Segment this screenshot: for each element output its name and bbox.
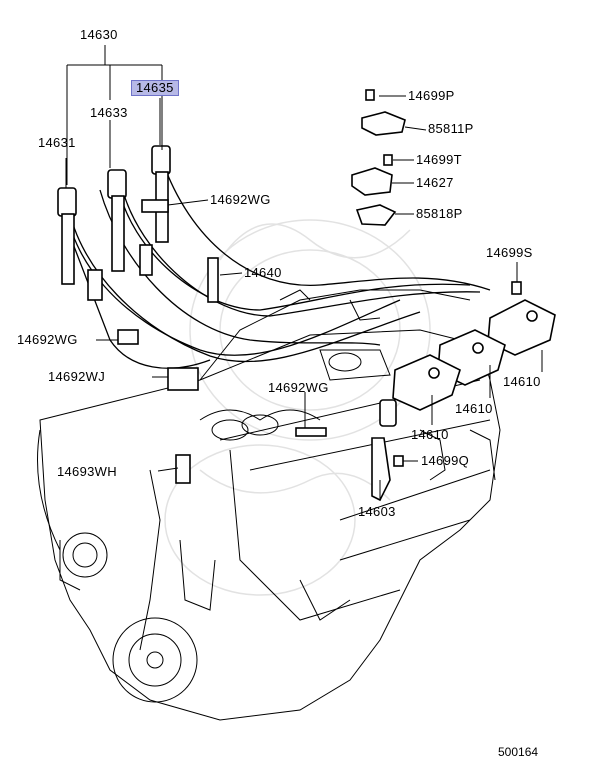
part-label-14699T[interactable]: 14699T xyxy=(416,152,462,167)
part-label-85818P[interactable]: 85818P xyxy=(416,206,463,221)
part-label-14699P[interactable]: 14699P xyxy=(408,88,455,103)
part-label-14692WG-mid[interactable]: 14692WG xyxy=(268,380,329,395)
part-label-14633[interactable]: 14633 xyxy=(90,105,128,120)
ignition-coils xyxy=(379,299,556,427)
part-label-14699S[interactable]: 14699S xyxy=(486,245,533,260)
part-label-14693WH[interactable]: 14693WH xyxy=(57,464,117,479)
part-label-14610-middle[interactable]: 14610 xyxy=(455,401,493,416)
part-label-14640[interactable]: 14640 xyxy=(244,265,282,280)
part-label-14692WG-left[interactable]: 14692WG xyxy=(17,332,78,347)
part-label-14610-left[interactable]: 14610 xyxy=(411,427,449,442)
plug-boots xyxy=(57,145,171,301)
part-label-85811P[interactable]: 85811P xyxy=(428,121,474,136)
small-parts xyxy=(117,89,522,502)
part-label-14627[interactable]: 14627 xyxy=(416,175,454,190)
part-label-14603[interactable]: 14603 xyxy=(358,504,396,519)
watermark-emblem xyxy=(164,219,431,596)
part-label-14692WG-top[interactable]: 14692WG xyxy=(210,192,271,207)
part-label-14630[interactable]: 14630 xyxy=(80,27,118,42)
leader-lines xyxy=(65,45,543,500)
part-label-14631[interactable]: 14631 xyxy=(38,135,76,150)
part-label-14610-right[interactable]: 14610 xyxy=(503,374,541,389)
part-label-14635-highlighted[interactable]: 14635 xyxy=(131,80,179,96)
figure-number: 500164 xyxy=(498,745,538,759)
engine-block xyxy=(37,289,501,721)
part-label-14699Q[interactable]: 14699Q xyxy=(421,453,470,468)
part-label-14692WJ[interactable]: 14692WJ xyxy=(48,369,106,384)
